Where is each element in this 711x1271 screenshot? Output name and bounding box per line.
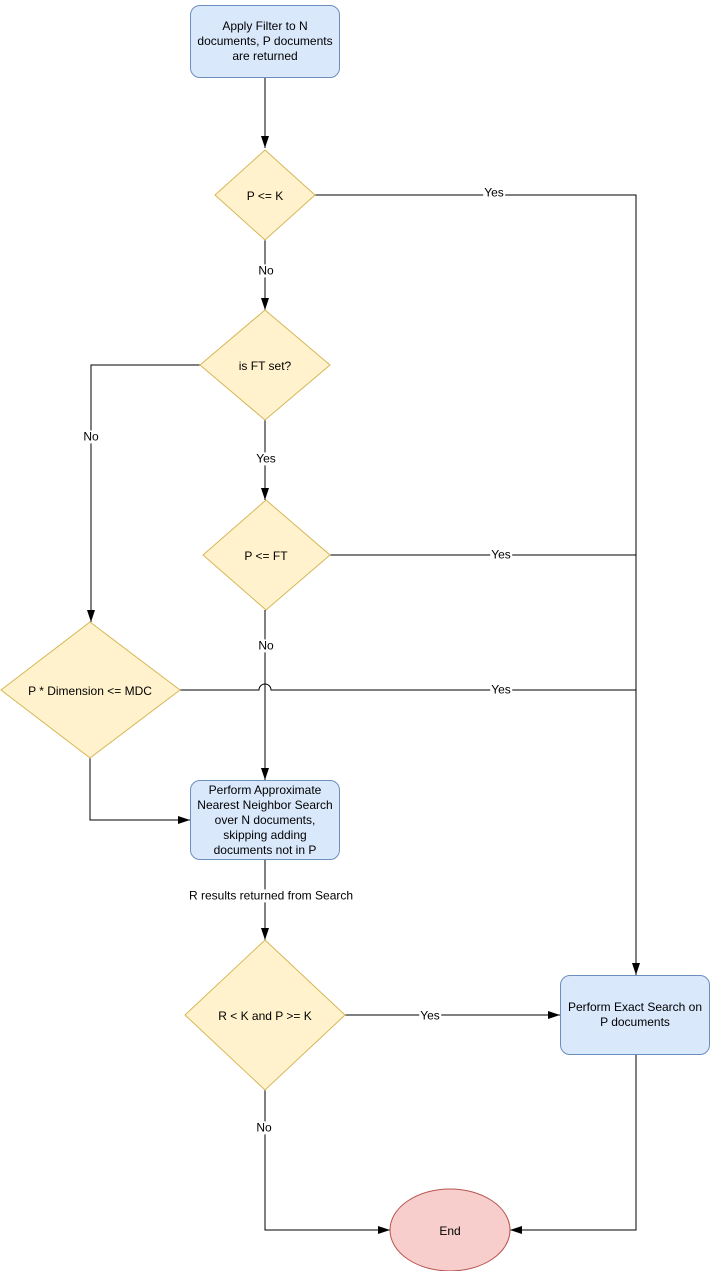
edge-label-ft-set-yes: Yes bbox=[255, 451, 277, 466]
edge-label-p-ft-yes: Yes bbox=[490, 547, 512, 562]
edge-label-p-k-no: No bbox=[257, 263, 275, 278]
decision-r-k-label: R < K and P >= K bbox=[218, 1009, 312, 1023]
start-process-label: Apply Filter to N documents, P documents… bbox=[197, 19, 333, 63]
edge-p-k-yes-trunk bbox=[315, 194, 640, 975]
end-terminal bbox=[389, 1188, 511, 1271]
end-terminal-label: End bbox=[439, 1224, 460, 1238]
edge-r-k-no bbox=[264, 1090, 390, 1234]
decision-mdc bbox=[0, 621, 181, 759]
decision-ft-set-label: is FT set? bbox=[239, 359, 292, 373]
edge-mdc-to-ann bbox=[89, 758, 190, 824]
edge-mdc-yes bbox=[180, 683, 636, 691]
decision-p-k bbox=[214, 149, 316, 241]
start-process-box: Apply Filter to N documents, P documents… bbox=[190, 5, 340, 78]
exact-search-label: Perform Exact Search on P documents bbox=[567, 1000, 703, 1029]
decision-mdc-label: P * Dimension <= MDC bbox=[28, 684, 152, 698]
decision-p-ft bbox=[202, 499, 331, 611]
edge-ft-set-no bbox=[87, 364, 200, 622]
ann-search-label: Perform Approximate Nearest Neighbor Sea… bbox=[197, 782, 333, 857]
edge-label-r-k-no: No bbox=[255, 1120, 273, 1135]
edge-label-ft-set-no: No bbox=[82, 429, 100, 444]
decision-ft-set bbox=[199, 309, 331, 421]
edge-label-ann-result: R results returned from Search bbox=[187, 888, 355, 903]
edge-exact-to-end bbox=[510, 1055, 637, 1234]
decision-p-ft-label: P <= FT bbox=[244, 549, 288, 563]
decision-r-k bbox=[184, 939, 346, 1091]
edge-label-mdc-yes: Yes bbox=[490, 682, 512, 697]
edge-label-p-k-yes: Yes bbox=[483, 185, 505, 200]
edge-label-p-ft-no: No bbox=[257, 638, 275, 653]
exact-search-box: Perform Exact Search on P documents bbox=[560, 975, 710, 1055]
edge-label-r-k-yes: Yes bbox=[419, 1008, 441, 1023]
ann-search-box: Perform Approximate Nearest Neighbor Sea… bbox=[190, 780, 340, 860]
decision-p-k-label: P <= K bbox=[247, 189, 283, 203]
